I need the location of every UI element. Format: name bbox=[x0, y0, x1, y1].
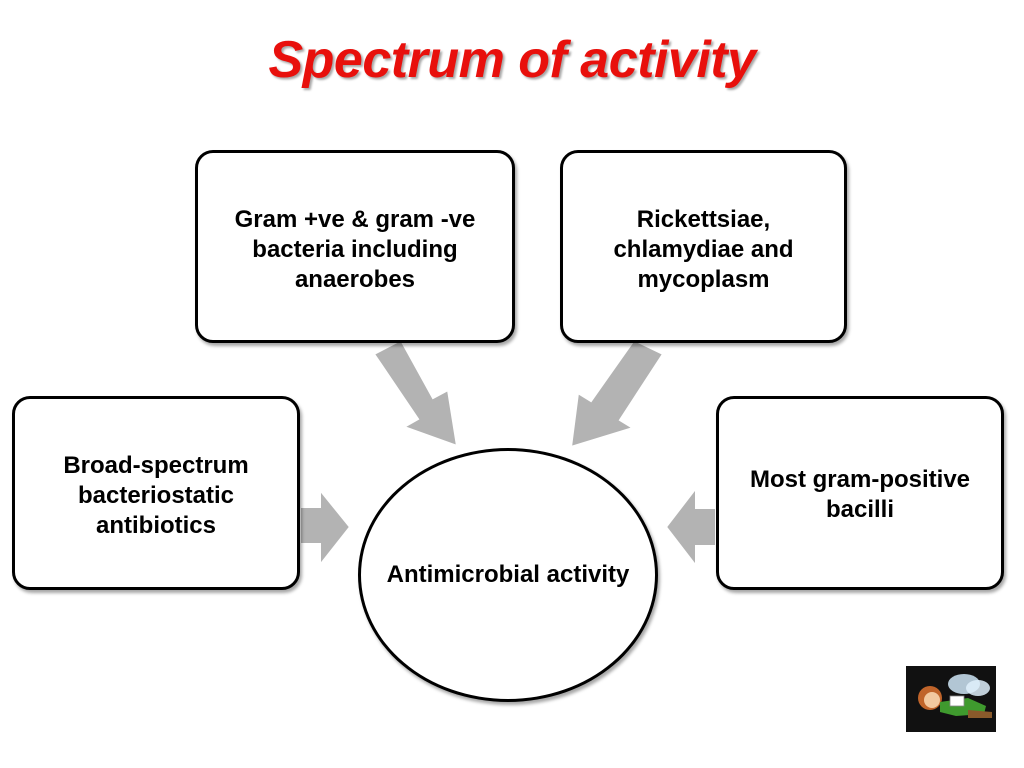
node-text-line: Antimicrobial bbox=[386, 561, 540, 588]
arrow-top-left bbox=[372, 338, 459, 448]
node-text-line: Most gram-positive bbox=[749, 466, 971, 493]
node-text-line: activity bbox=[546, 561, 630, 588]
node-rickettsiae: Rickettsiae, chlamydiae and mycoplasm bbox=[560, 150, 847, 343]
slide-title: Spectrum of activity bbox=[268, 31, 756, 89]
node-antimicrobial-activity: Antimicrobial activity bbox=[358, 448, 658, 702]
node-text-line: Rickettsiae, bbox=[636, 206, 771, 233]
node-text-line: Gram +ve & gram -ve bbox=[234, 206, 476, 233]
node-text-line: mycoplasm bbox=[637, 266, 770, 293]
node-text-line: bacteriostatic bbox=[77, 482, 235, 509]
node-text-line: bacteria including bbox=[252, 236, 458, 263]
node-text-line: chlamydiae and bbox=[613, 236, 794, 263]
node-text-line: bacilli bbox=[825, 496, 895, 523]
arrow-right bbox=[664, 485, 717, 569]
node-gram-positive-bacilli: Most gram-positive bacilli bbox=[716, 396, 1004, 590]
arrow-top-right bbox=[569, 338, 665, 449]
node-text-line: antibiotics bbox=[95, 512, 216, 539]
node-text-line: Broad-spectrum bbox=[63, 452, 249, 479]
arrow-left bbox=[299, 487, 352, 568]
fairy-mascot-icon bbox=[906, 666, 996, 732]
node-broad-spectrum: Broad-spectrum bacteriostatic antibiotic… bbox=[12, 396, 300, 590]
node-gram-bacteria: Gram +ve & gram -ve bacteria including a… bbox=[195, 150, 515, 343]
node-text-line: anaerobes bbox=[294, 266, 416, 293]
